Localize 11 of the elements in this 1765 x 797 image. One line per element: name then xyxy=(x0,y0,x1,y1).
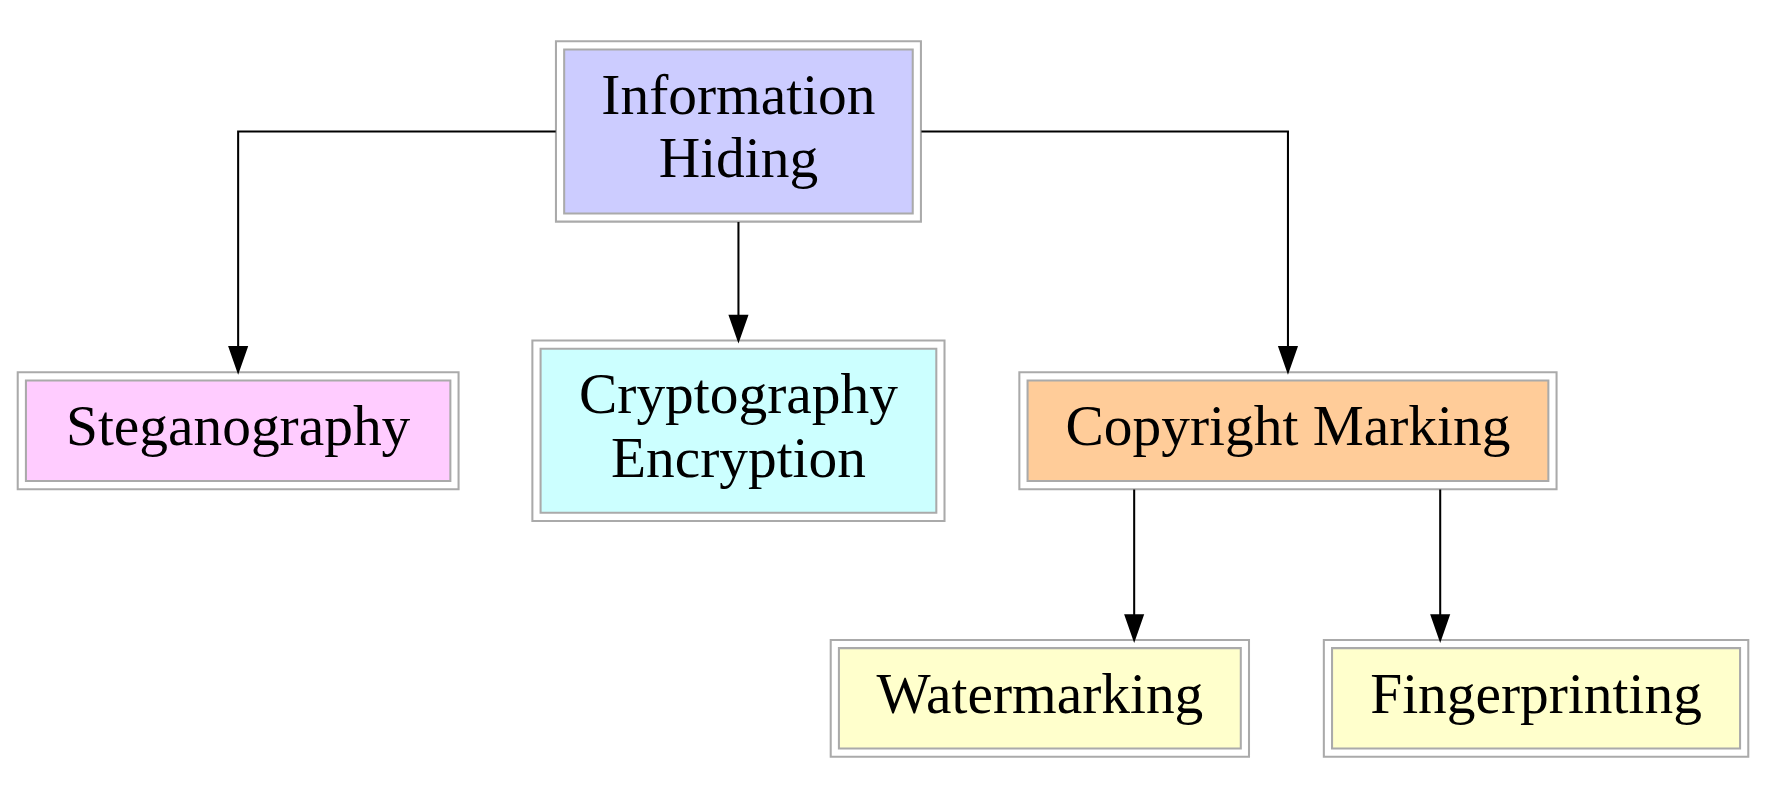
node-box: Watermarking xyxy=(829,638,1250,758)
arrow xyxy=(227,129,556,375)
node-box: Fingerprinting xyxy=(1322,638,1749,758)
arrow xyxy=(1123,489,1144,643)
node-box: Copyright Marking xyxy=(1017,370,1558,490)
arrow xyxy=(727,221,748,344)
arrow xyxy=(1429,489,1450,643)
arrow xyxy=(920,129,1298,375)
node-box: Cryptography Encryption xyxy=(530,339,946,522)
node-box: Steganography xyxy=(16,370,460,490)
node-box: Information Hiding xyxy=(554,39,922,223)
